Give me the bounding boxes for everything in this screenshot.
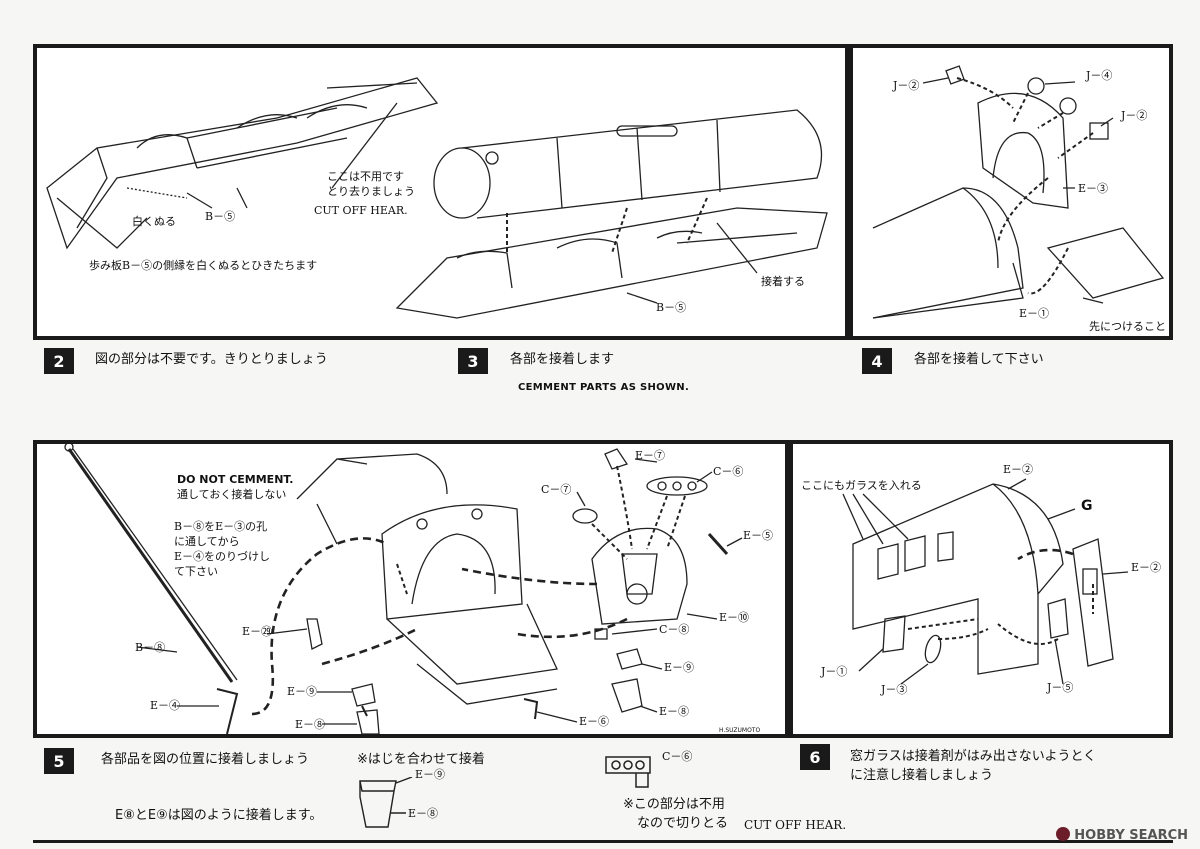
signature: H.SUZUMOTO (719, 727, 761, 734)
label-b8-hole-2: に通してから (174, 535, 240, 548)
label-saki: 先につけること (1089, 320, 1166, 333)
panel-step4: J－② J－④ J－② E－③ E－① 先につけること (849, 44, 1173, 340)
label-e5: E－⑤ (743, 529, 774, 542)
label-e1: E－① (1019, 307, 1050, 320)
label-koko-fuyou-1: ここは不用です (327, 170, 404, 183)
boiler-body (461, 109, 823, 219)
detail-c6-drawing (605, 756, 651, 788)
label-j5: J－⑤ (1047, 681, 1074, 694)
label-secchaku: 接着する (761, 275, 805, 288)
label-c6-bottom: C－⑥ (662, 750, 693, 763)
label-e6: E－⑥ (579, 715, 610, 728)
label-step2-cut-off: CUT OFF HEAR. (314, 204, 408, 217)
watermark-text: HOBBY SEARCH (1074, 828, 1188, 843)
step5-note-fuyou-2: なので切りとる (637, 816, 729, 831)
step2-caption: 図の部分は不要です。きりとりましょう (95, 352, 328, 367)
label-do-not-cemment: DO NOT CEMMENT. (177, 473, 294, 486)
label-j3: J－③ (881, 683, 908, 696)
label-c7: C－⑦ (541, 483, 572, 496)
label-e29: E－㉙ (242, 625, 273, 638)
step5-note-e8e9: E⑧とE⑨は図のように接着します。 (115, 808, 323, 823)
label-c8: C－⑧ (659, 623, 690, 636)
illustration-step5 (64, 444, 743, 734)
step5-note-hashi: ※はじを合わせて接着 (357, 752, 485, 767)
rod-b8 (67, 448, 234, 683)
label-j1: J－① (821, 665, 848, 678)
label-e9-right: E－⑨ (664, 661, 695, 674)
step5-cut-off: CUT OFF HEAR. (744, 818, 847, 832)
step4-caption: 各部を接着して下さい (914, 352, 1044, 367)
panel-step6: ここにもガラスを入れる E－② G E－② J－① J－③ J－⑤ (789, 440, 1173, 738)
step6-number: 6 (800, 744, 830, 770)
step3-number: 3 (458, 348, 488, 374)
label-e7: E－⑦ (635, 449, 666, 462)
step5-caption: 各部品を図の位置に接着しましょう (101, 752, 310, 767)
hobby-search-badge-icon (1056, 827, 1071, 841)
label-e9-left: E－⑨ (287, 685, 318, 698)
label-g: G (1081, 498, 1093, 514)
label-shiroku-nuru: 白くぬる (132, 215, 176, 228)
step5-note-fuyou-1: ※この部分は不用 (623, 797, 725, 812)
step4-number: 4 (862, 348, 892, 374)
label-e2-top: E－② (1003, 463, 1034, 476)
label-tooshite: 通しておく接着しない (177, 488, 287, 501)
label-j2-left: J－② (893, 79, 920, 92)
step2-number: 2 (44, 348, 74, 374)
cab-front-plate (977, 92, 1069, 209)
label-e4: E－④ (150, 699, 181, 712)
step5-number: 5 (44, 748, 74, 774)
label-b8-hole-4: て下さい (174, 565, 218, 578)
label-koko-fuyou-2: とり去りましょう (327, 185, 415, 198)
label-e2-right: E－② (1131, 561, 1162, 574)
label-step3-b5: B－⑤ (656, 301, 687, 314)
step3-english: CEMMENT PARTS AS SHOWN. (518, 382, 690, 393)
label-j4: J－④ (1086, 69, 1113, 82)
label-b8-hole-3: E－④をのりづけし (174, 550, 271, 563)
chassis-outline-left (46, 77, 439, 250)
label-e8-detail: E－⑧ (408, 807, 439, 820)
cab-main (381, 504, 523, 620)
bottom-rule (33, 840, 1173, 843)
watermark-logo: HOBBY SEARCH (1056, 827, 1188, 843)
frame-outline-right (395, 207, 828, 319)
step6-caption-2: に注意し接着しましょう (850, 768, 994, 783)
label-e9-detail: E－⑨ (415, 768, 446, 781)
cab-interior (591, 527, 688, 625)
label-e8-left: E－⑧ (295, 718, 326, 731)
label-step2-b5: B－⑤ (205, 210, 236, 223)
label-b8-hole-1: B－⑧をE－③の孔 (174, 520, 268, 533)
label-e8-right: E－⑧ (659, 705, 690, 718)
label-glass-note: ここにもガラスを入れる (801, 479, 922, 492)
detail-e8e9-drawing (359, 777, 413, 828)
label-step2-note: 歩み板B－⑤の側縁を白くぬるとひきたちます (89, 259, 318, 272)
panel-step2-3: 白くぬる B－⑤ ここは不用です とり去りましょう CUT OFF HEAR. … (33, 44, 849, 340)
label-c6: C－⑥ (713, 465, 744, 478)
label-e3: E－③ (1078, 182, 1109, 195)
label-e10: E－⑩ (719, 611, 750, 624)
illustration-step2-3 (46, 77, 828, 319)
label-b8: B－⑧ (135, 641, 166, 654)
boiler-front (433, 147, 491, 219)
panel-step5: DO NOT CEMMENT. 通しておく接着しない B－⑧をE－③の孔 に通し… (33, 440, 789, 738)
step3-caption: 各部を接着します (510, 352, 615, 367)
cab-body (852, 483, 1064, 675)
step6-caption-1: 窓ガラスは接着剤がはみ出さないようとく (850, 749, 1097, 764)
illustration-step6 (842, 478, 1129, 685)
illustration-step4 (872, 65, 1165, 319)
boiler-rear (872, 187, 1024, 319)
label-j2-right: J－② (1121, 109, 1148, 122)
